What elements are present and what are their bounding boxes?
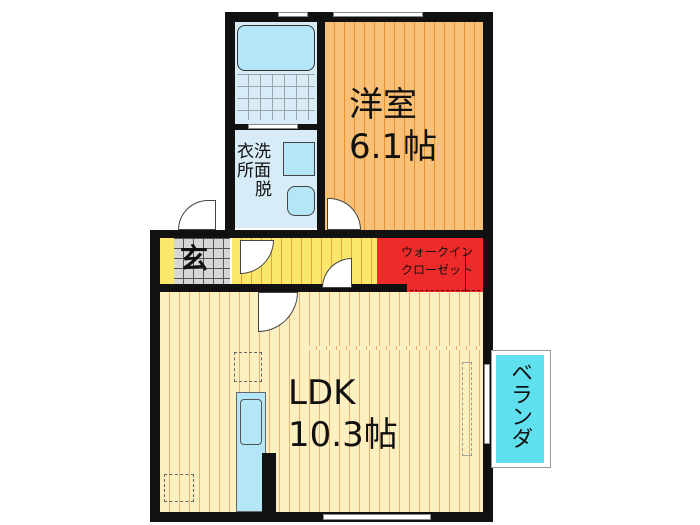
closet-label-2: クローゼット [401, 263, 474, 277]
outer-wall-top-bath [225, 12, 325, 22]
bath-wall-left [225, 12, 235, 234]
closet-shelf [410, 290, 480, 291]
balcony-floor: ベランダ [496, 355, 544, 463]
washroom-label-2: 所面 [237, 161, 271, 181]
storage-space [164, 474, 194, 502]
entrance-label: 玄 [180, 242, 209, 275]
entrance: 玄 [174, 238, 230, 284]
ldk-wall-divider [150, 284, 307, 292]
western-room-name: 洋室 [349, 85, 417, 125]
bathroom [235, 22, 317, 124]
washroom-label-3: 脱 [255, 180, 272, 200]
kitchen-counter [236, 392, 266, 512]
kitchen-sink-icon [240, 399, 262, 445]
western-room-window [333, 12, 423, 17]
balcony: ベランダ [491, 350, 551, 468]
outer-wall-top-room [320, 12, 492, 22]
ldk-name: LDK [288, 373, 356, 413]
refrigerator-space [234, 352, 262, 382]
western-room-wall-right [483, 12, 493, 347]
wash-wall-right [317, 12, 325, 234]
entrance-door [178, 200, 216, 230]
bath-door [248, 124, 298, 129]
western-room: 洋室 6.1帖 [325, 22, 483, 230]
closet-label-1: ウォークイン [401, 245, 474, 259]
balcony-label: ベランダ [507, 361, 533, 449]
bath-window [278, 12, 308, 17]
washroom: 衣洗 所面 脱 [235, 130, 317, 228]
ldk-storage-dashed [462, 362, 472, 456]
entrance-wall-left [150, 230, 160, 520]
western-room-size: 6.1帖 [349, 127, 438, 167]
ldk-window-right [484, 364, 490, 444]
bath-floor-tiles [237, 74, 315, 120]
kitchen-wall [262, 453, 276, 513]
entrance-step [160, 238, 174, 284]
ldk [160, 292, 483, 512]
washing-machine-icon [287, 186, 315, 216]
hallway [232, 238, 377, 284]
hall-wall-top [150, 230, 493, 238]
washroom-label-1: 衣洗 [237, 142, 271, 162]
bathtub-icon [237, 25, 315, 71]
sink-icon [283, 142, 315, 176]
ldk-wall-bottom [150, 512, 493, 522]
ldk-size: 10.3帖 [288, 415, 398, 455]
ldk-window-bottom [323, 514, 431, 520]
ldk-upper-right [307, 346, 483, 350]
western-room-door [327, 198, 361, 230]
hallway-door [240, 240, 274, 274]
